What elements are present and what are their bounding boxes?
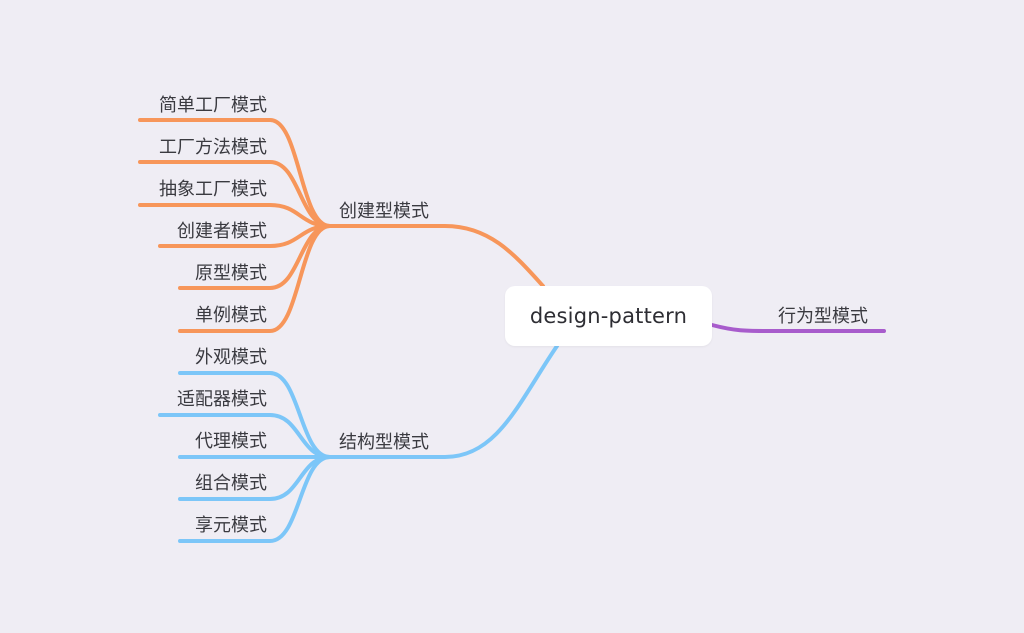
- leaf-label-structural-4[interactable]: 组合模式: [195, 473, 267, 494]
- leaf-label-creational-2[interactable]: 工厂方法模式: [159, 137, 267, 158]
- leaf-label-creational-6[interactable]: 单例模式: [195, 305, 267, 326]
- edge-creational-6: [178, 224, 332, 333]
- root-label: design-pattern: [529, 304, 688, 328]
- branch-label-behavioral[interactable]: 行为型模式: [778, 306, 868, 327]
- leaf-label-creational-1[interactable]: 简单工厂模式: [159, 95, 267, 116]
- edge-root-creational: [328, 224, 545, 288]
- leaf-label-structural-3[interactable]: 代理模式: [195, 431, 267, 452]
- branch-label-creational[interactable]: 创建型模式: [339, 201, 429, 222]
- edge-creational-1: [138, 118, 332, 228]
- leaf-label-structural-5[interactable]: 享元模式: [195, 515, 267, 536]
- root-node[interactable]: design-pattern: [505, 286, 712, 346]
- edge-creational-2: [138, 160, 332, 228]
- leaf-label-creational-3[interactable]: 抽象工厂模式: [159, 179, 267, 200]
- edge-structural-5: [178, 455, 332, 543]
- edge-root-behavioral: [710, 323, 886, 333]
- leaf-label-creational-4[interactable]: 创建者模式: [177, 221, 267, 242]
- leaf-label-creational-5[interactable]: 原型模式: [195, 263, 267, 284]
- branch-label-structural[interactable]: 结构型模式: [339, 432, 429, 453]
- leaf-label-structural-2[interactable]: 适配器模式: [177, 389, 267, 410]
- edge-root-structural: [328, 344, 559, 459]
- leaf-label-structural-1[interactable]: 外观模式: [195, 347, 267, 368]
